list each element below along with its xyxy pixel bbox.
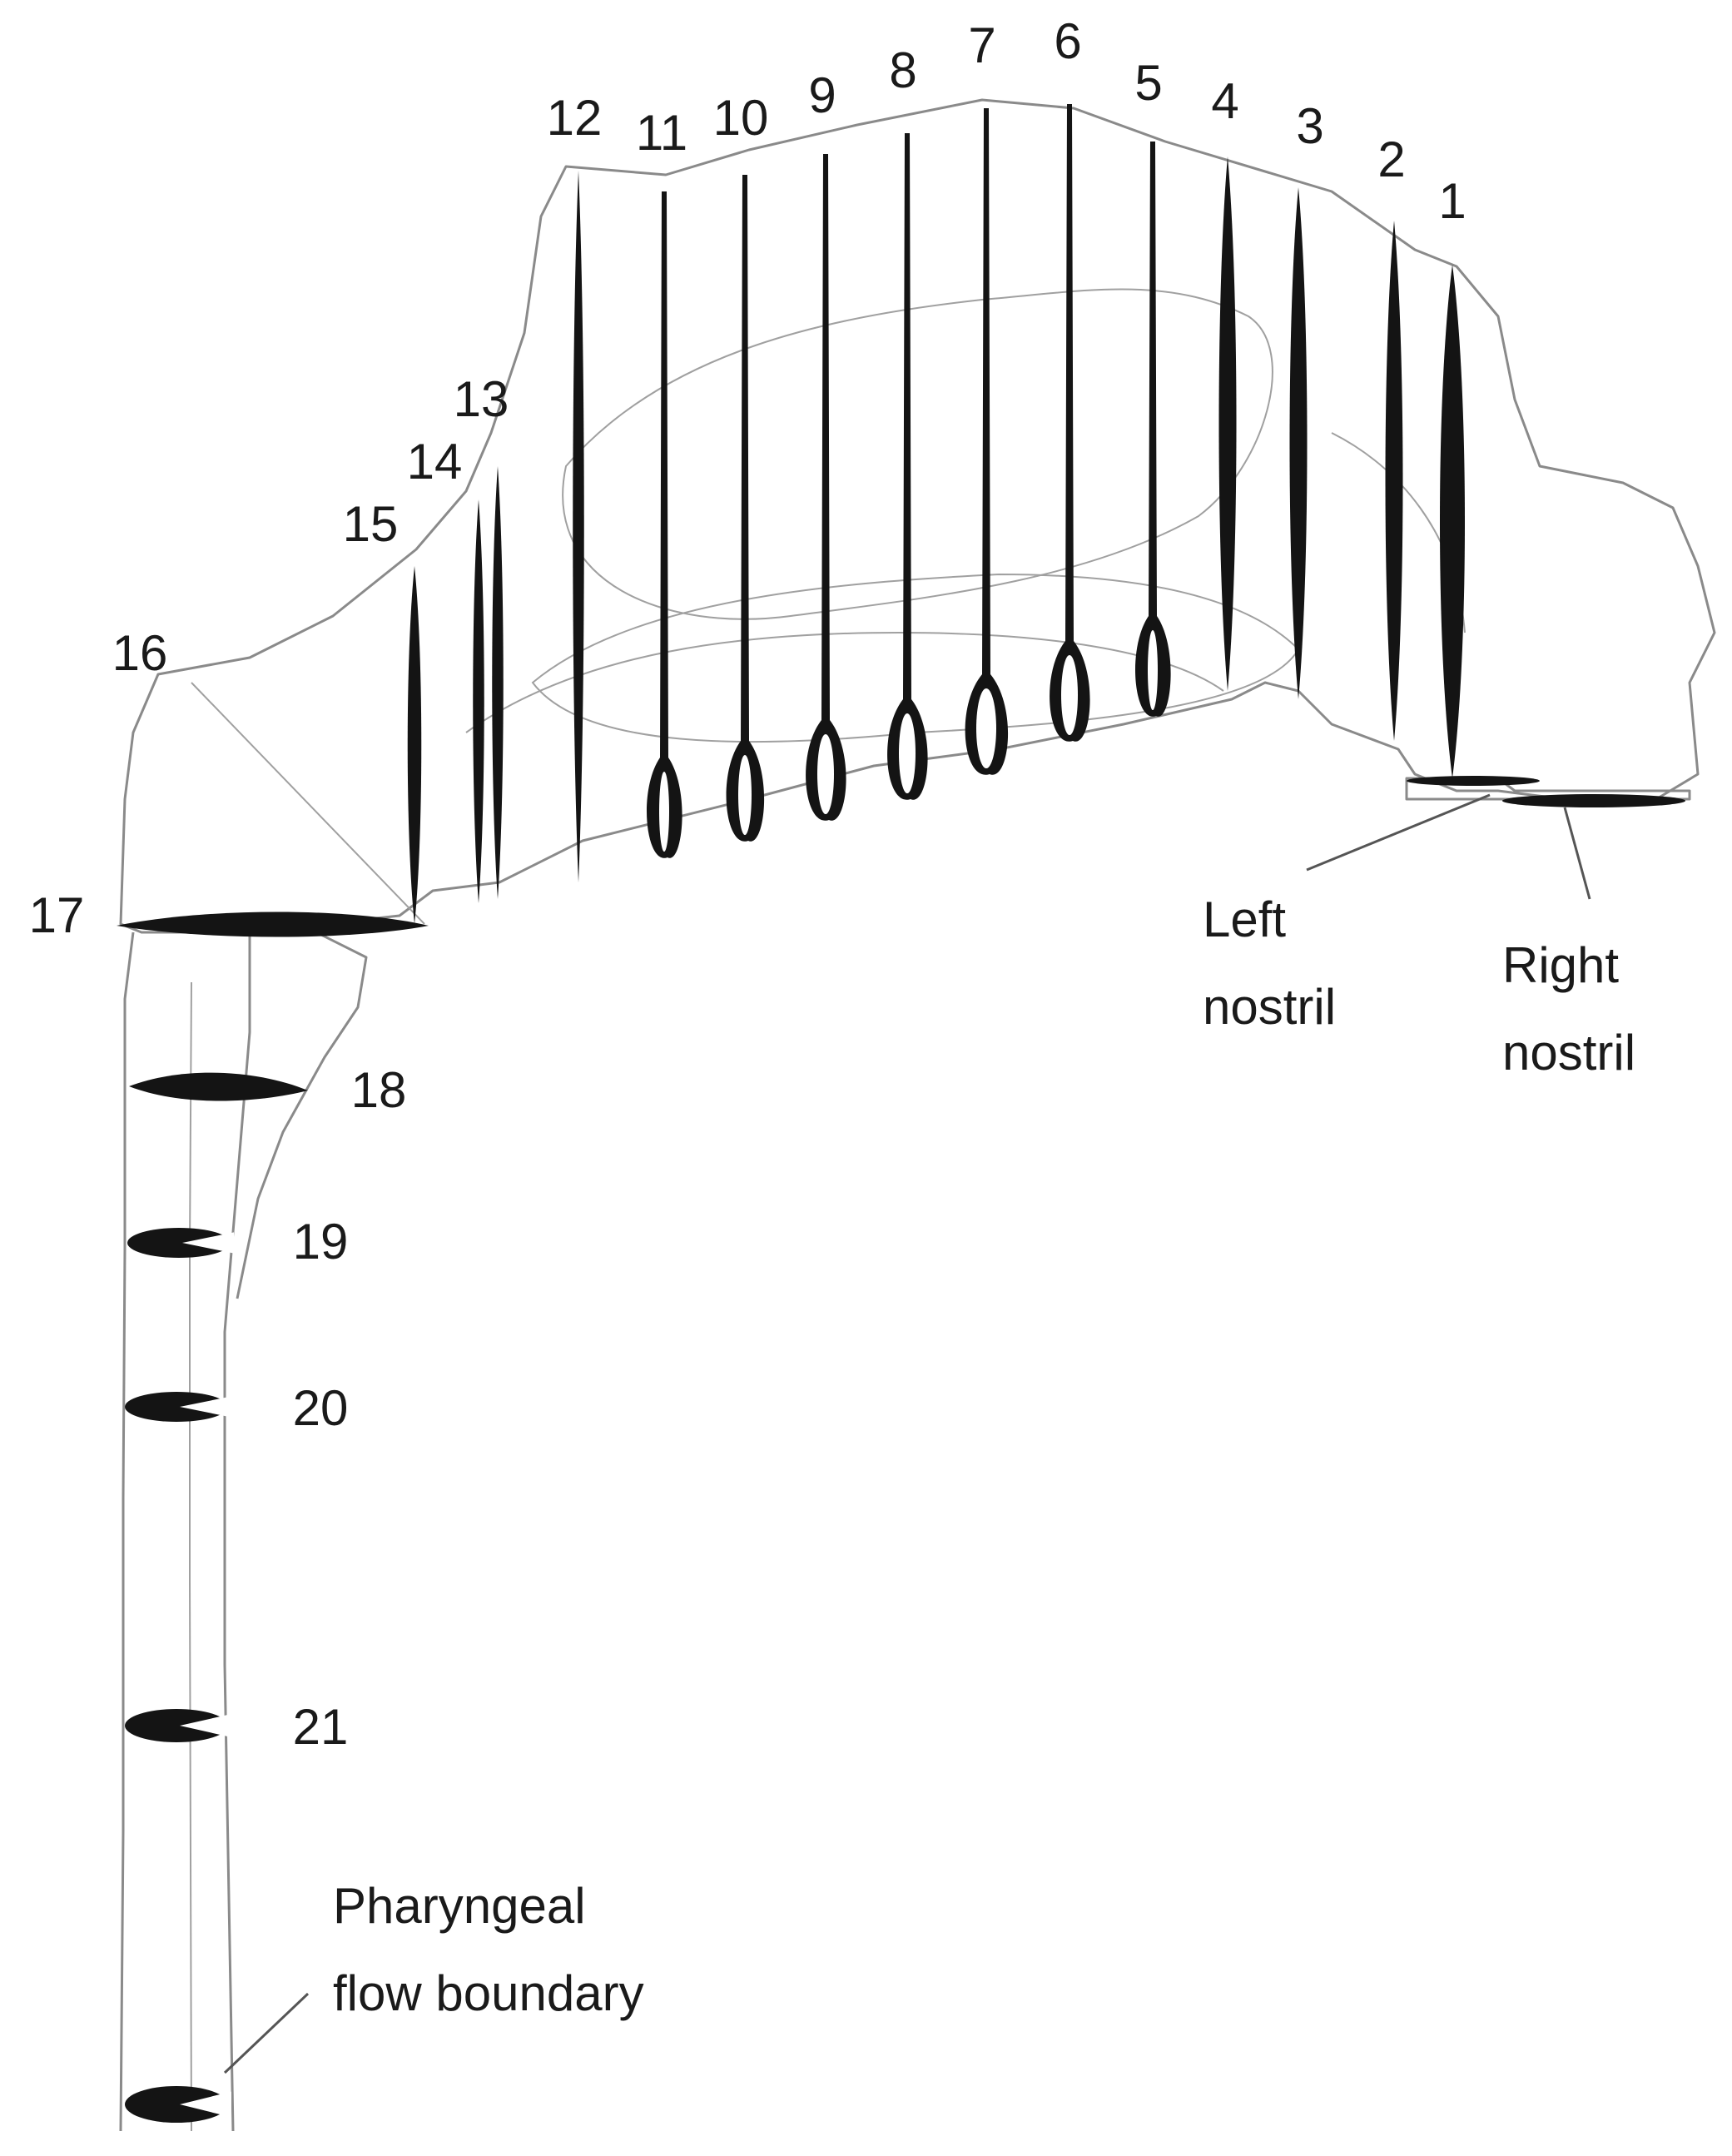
section-labels: 1 2 3 4 5 6 7 8 9 10 11 12 13 14 15 16 1… xyxy=(29,13,1466,1755)
section-label-8: 8 xyxy=(889,42,916,98)
pharyngeal-leader xyxy=(223,1992,310,2074)
section-label-5: 5 xyxy=(1134,55,1162,111)
right-nostril-label-line1: Right xyxy=(1502,937,1619,993)
right-nostril-leader xyxy=(1563,807,1591,900)
section-21-slice-notch xyxy=(180,1714,231,1737)
section-11-slice xyxy=(647,191,682,858)
pharyngeal-label-line1: Pharyngeal xyxy=(333,1878,586,1934)
section-17-slice xyxy=(117,912,429,937)
section-label-13: 13 xyxy=(454,371,509,427)
section-2-slice xyxy=(1385,221,1403,741)
section-19-slice xyxy=(127,1228,231,1258)
section-12-slice xyxy=(573,171,584,882)
section-5-slice xyxy=(1135,142,1171,717)
section-label-18: 18 xyxy=(351,1062,407,1118)
leader-lines xyxy=(223,793,1591,2074)
section-4-slice xyxy=(1218,156,1237,691)
nasal-cavity-outline xyxy=(119,98,1716,934)
left-nostril-label-line1: Left xyxy=(1203,892,1286,947)
section-label-3: 3 xyxy=(1296,98,1323,154)
section-label-20: 20 xyxy=(293,1380,349,1436)
section-9-slice-hole xyxy=(817,734,834,814)
section-7-slice xyxy=(965,108,1009,775)
section-label-16: 16 xyxy=(112,625,168,681)
pharyngeal-label-line2: flow boundary xyxy=(333,1965,644,2021)
left-nostril-leader xyxy=(1306,793,1491,872)
turbinate-contours xyxy=(465,288,1466,743)
section-label-9: 9 xyxy=(808,67,836,123)
left-nostril-label-line2: nostril xyxy=(1203,979,1336,1035)
section-6-slice-hole xyxy=(1061,655,1078,735)
section-19-slice-notch xyxy=(182,1232,234,1254)
section-6-slice xyxy=(1050,104,1090,742)
section-label-10: 10 xyxy=(713,90,769,146)
pharynx-inner-line xyxy=(189,981,192,2132)
section-8-slice-hole xyxy=(899,713,916,793)
pharynx-outline xyxy=(119,931,368,2132)
section-label-1: 1 xyxy=(1438,173,1466,229)
section-label-2: 2 xyxy=(1377,132,1405,187)
section-20-slice xyxy=(125,1392,228,1422)
section-label-19: 19 xyxy=(293,1214,349,1269)
section-15-slice xyxy=(407,566,422,924)
section-1-slice xyxy=(1440,265,1465,778)
cross-section-slices xyxy=(117,104,1685,2123)
left-nostril-slice xyxy=(1407,776,1540,786)
section-16-line xyxy=(191,682,425,925)
section-label-6: 6 xyxy=(1054,13,1081,69)
section-label-7: 7 xyxy=(968,17,995,73)
section-10-slice xyxy=(726,175,765,842)
pharyngeal-boundary-slice-notch xyxy=(180,2091,231,2118)
section-8-slice xyxy=(887,133,928,800)
section-7-slice-hole xyxy=(976,688,996,768)
annotation-labels: Left nostril Right nostril Pharyngeal fl… xyxy=(333,892,1635,2021)
section-9-slice xyxy=(806,154,846,821)
pharyngeal-boundary-slice xyxy=(125,2086,228,2123)
section-3-slice xyxy=(1289,187,1308,699)
section-label-11: 11 xyxy=(636,105,687,161)
section-21-slice xyxy=(125,1709,228,1742)
section-10-slice-hole xyxy=(738,755,752,835)
section-label-21: 21 xyxy=(293,1699,349,1755)
section-13-slice xyxy=(492,466,504,899)
section-label-14: 14 xyxy=(407,434,463,489)
section-18-slice xyxy=(129,1072,308,1101)
section-11-slice-hole xyxy=(659,772,669,852)
right-nostril-label-line2: nostril xyxy=(1502,1025,1635,1080)
right-nostril-slice xyxy=(1502,794,1685,807)
section-label-12: 12 xyxy=(547,90,603,146)
section-label-4: 4 xyxy=(1211,73,1238,129)
section-20-slice-notch xyxy=(180,1396,231,1418)
section-label-15: 15 xyxy=(343,496,399,552)
section-label-17: 17 xyxy=(29,887,85,943)
section-14-slice xyxy=(473,499,484,903)
section-5-slice-hole xyxy=(1148,630,1158,710)
